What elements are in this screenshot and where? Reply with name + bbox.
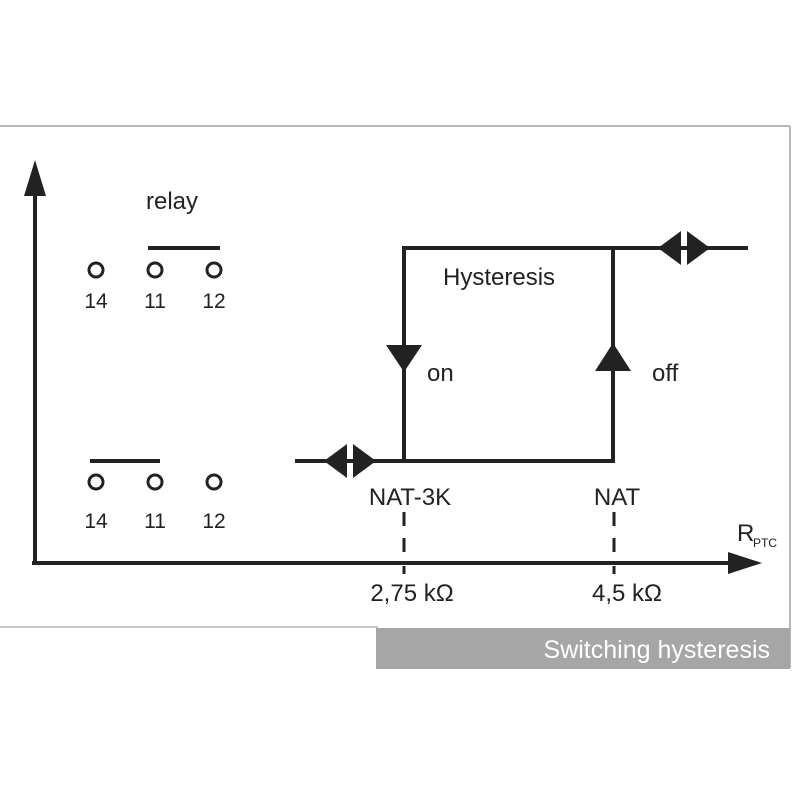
relay-terminal-12-top — [205, 261, 223, 279]
pin-label: 14 — [84, 510, 108, 533]
relay-terminal-14-top — [87, 261, 105, 279]
tick-low-label: 2,75 kΩ — [370, 580, 453, 607]
pin-label: 11 — [144, 290, 166, 313]
bidirectional-arrow-icon-top — [658, 231, 710, 265]
x-axis-arrowhead — [728, 552, 762, 574]
bidirectional-arrow-icon-bottom — [324, 444, 376, 478]
pin-label: 14 — [84, 290, 108, 313]
relay-terminal-14-bottom — [87, 473, 105, 491]
pin-label: 12 — [202, 290, 225, 313]
y-axis-arrowhead — [24, 160, 46, 196]
relay-terminal-12-bottom — [205, 473, 223, 491]
pin-label: 11 — [144, 510, 166, 533]
relay-terminal-11-top — [146, 261, 164, 279]
off-label: off — [652, 360, 679, 387]
pin-label: 12 — [202, 510, 225, 533]
hysteresis-label: Hysteresis — [443, 264, 555, 291]
x-axis-label: R — [737, 520, 754, 547]
on-arrow-icon — [386, 345, 422, 372]
threshold-low-label: NAT-3K — [369, 484, 451, 511]
off-arrow-icon — [595, 343, 631, 371]
relay-label: relay — [146, 188, 198, 215]
x-axis-label-subscript: PTC — [753, 536, 777, 550]
relay-terminal-11-bottom — [146, 473, 164, 491]
caption-bar — [376, 628, 790, 669]
caption-text: Switching hysteresis — [544, 636, 770, 664]
threshold-high-label: NAT — [594, 484, 641, 511]
on-label: on — [427, 360, 454, 387]
tick-high-label: 4,5 kΩ — [592, 580, 662, 607]
